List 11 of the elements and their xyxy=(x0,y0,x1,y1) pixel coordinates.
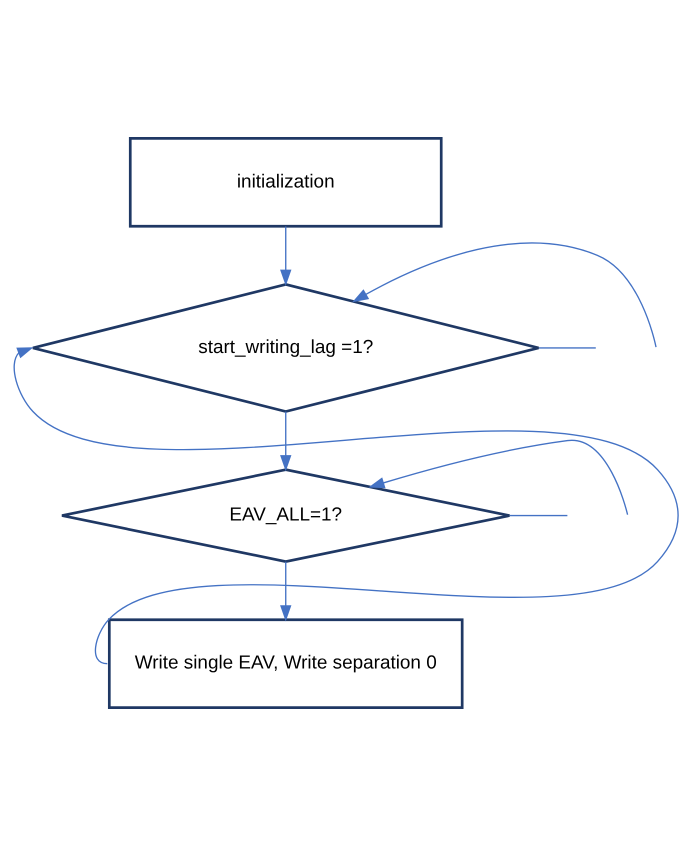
arrow xyxy=(280,226,292,286)
connector xyxy=(510,514,568,516)
arrow xyxy=(368,440,628,515)
arrow xyxy=(280,562,292,622)
node-diamond: EAV_ALL=1? xyxy=(60,468,511,563)
arrow xyxy=(352,242,657,348)
node-diamond: start_writing_lag =1? xyxy=(32,283,540,413)
connector xyxy=(539,347,596,349)
node-box: Write single EAV, Write separation 0 xyxy=(108,618,464,709)
node-box: initialization xyxy=(128,137,443,228)
arrow xyxy=(280,412,292,472)
